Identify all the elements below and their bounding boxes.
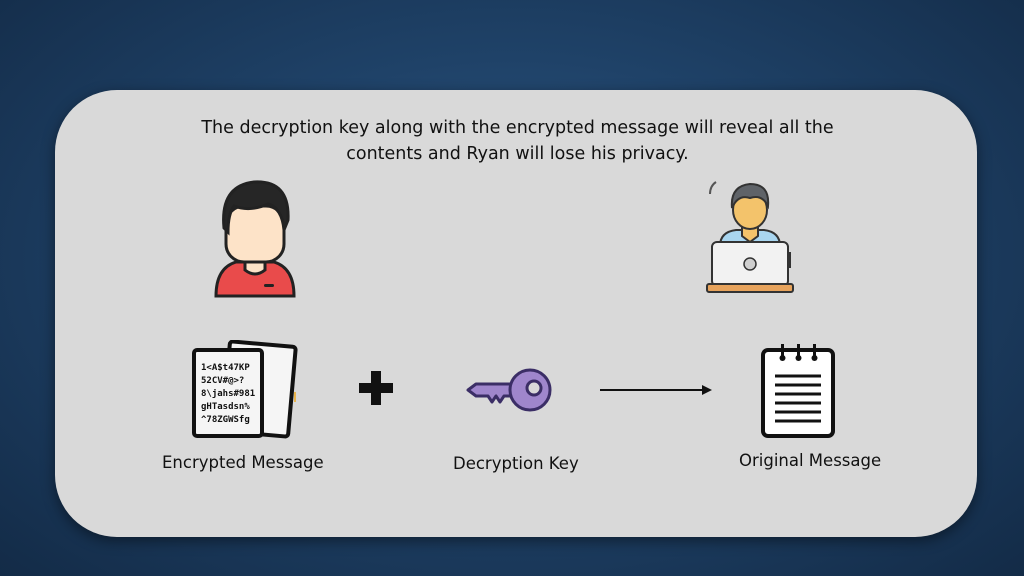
cipher-text: 1<A$t47KP 52CV#@>? 8\jahs#981 gHTasdsn% … xyxy=(201,362,261,427)
cipher-line: 8\jahs#981 xyxy=(201,389,256,399)
cipher-line: gHTasdsn% xyxy=(201,402,250,412)
cipher-line: 1<A$t47KP xyxy=(201,363,250,373)
cipher-line: ^78ZGWSfg xyxy=(201,415,250,425)
plus-icon xyxy=(359,371,393,405)
decryption-key-label: Decryption Key xyxy=(453,454,579,473)
caption-text: The decryption key along with the encryp… xyxy=(150,115,885,167)
caption-line-1: The decryption key along with the encryp… xyxy=(201,118,834,138)
person-avatar-icon xyxy=(214,180,296,298)
content-card xyxy=(55,90,977,537)
cipher-line: 52CV#@>? xyxy=(201,376,245,386)
caption-line-2: contents and Ryan will lose his privacy. xyxy=(346,144,689,164)
arrow-right-icon xyxy=(600,385,712,395)
encrypted-message-label: Encrypted Message xyxy=(162,453,324,472)
person-at-laptop-icon xyxy=(706,181,794,293)
key-icon xyxy=(466,368,552,412)
encrypted-document-icon xyxy=(192,340,298,439)
original-message-label: Original Message xyxy=(739,451,882,470)
notepad-document-icon xyxy=(761,344,835,438)
